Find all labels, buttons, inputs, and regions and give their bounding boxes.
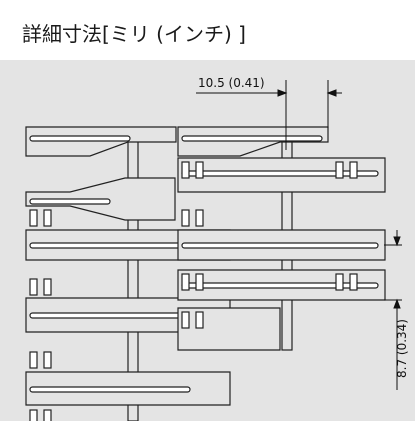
dimension-width-label: 10.5 (0.41) xyxy=(198,76,265,90)
dimension-height-label: 8.7 (0.34) xyxy=(395,319,409,378)
dimension-height xyxy=(384,230,402,390)
dimension-width xyxy=(196,80,342,150)
page-title: 詳細寸法[ミリ (インチ) ] xyxy=(22,22,246,46)
belt-drawing: 10.5 (0.41) 8.7 (0.34) xyxy=(25,76,409,421)
header: 詳細寸法[ミリ (インチ) ] xyxy=(0,0,415,60)
